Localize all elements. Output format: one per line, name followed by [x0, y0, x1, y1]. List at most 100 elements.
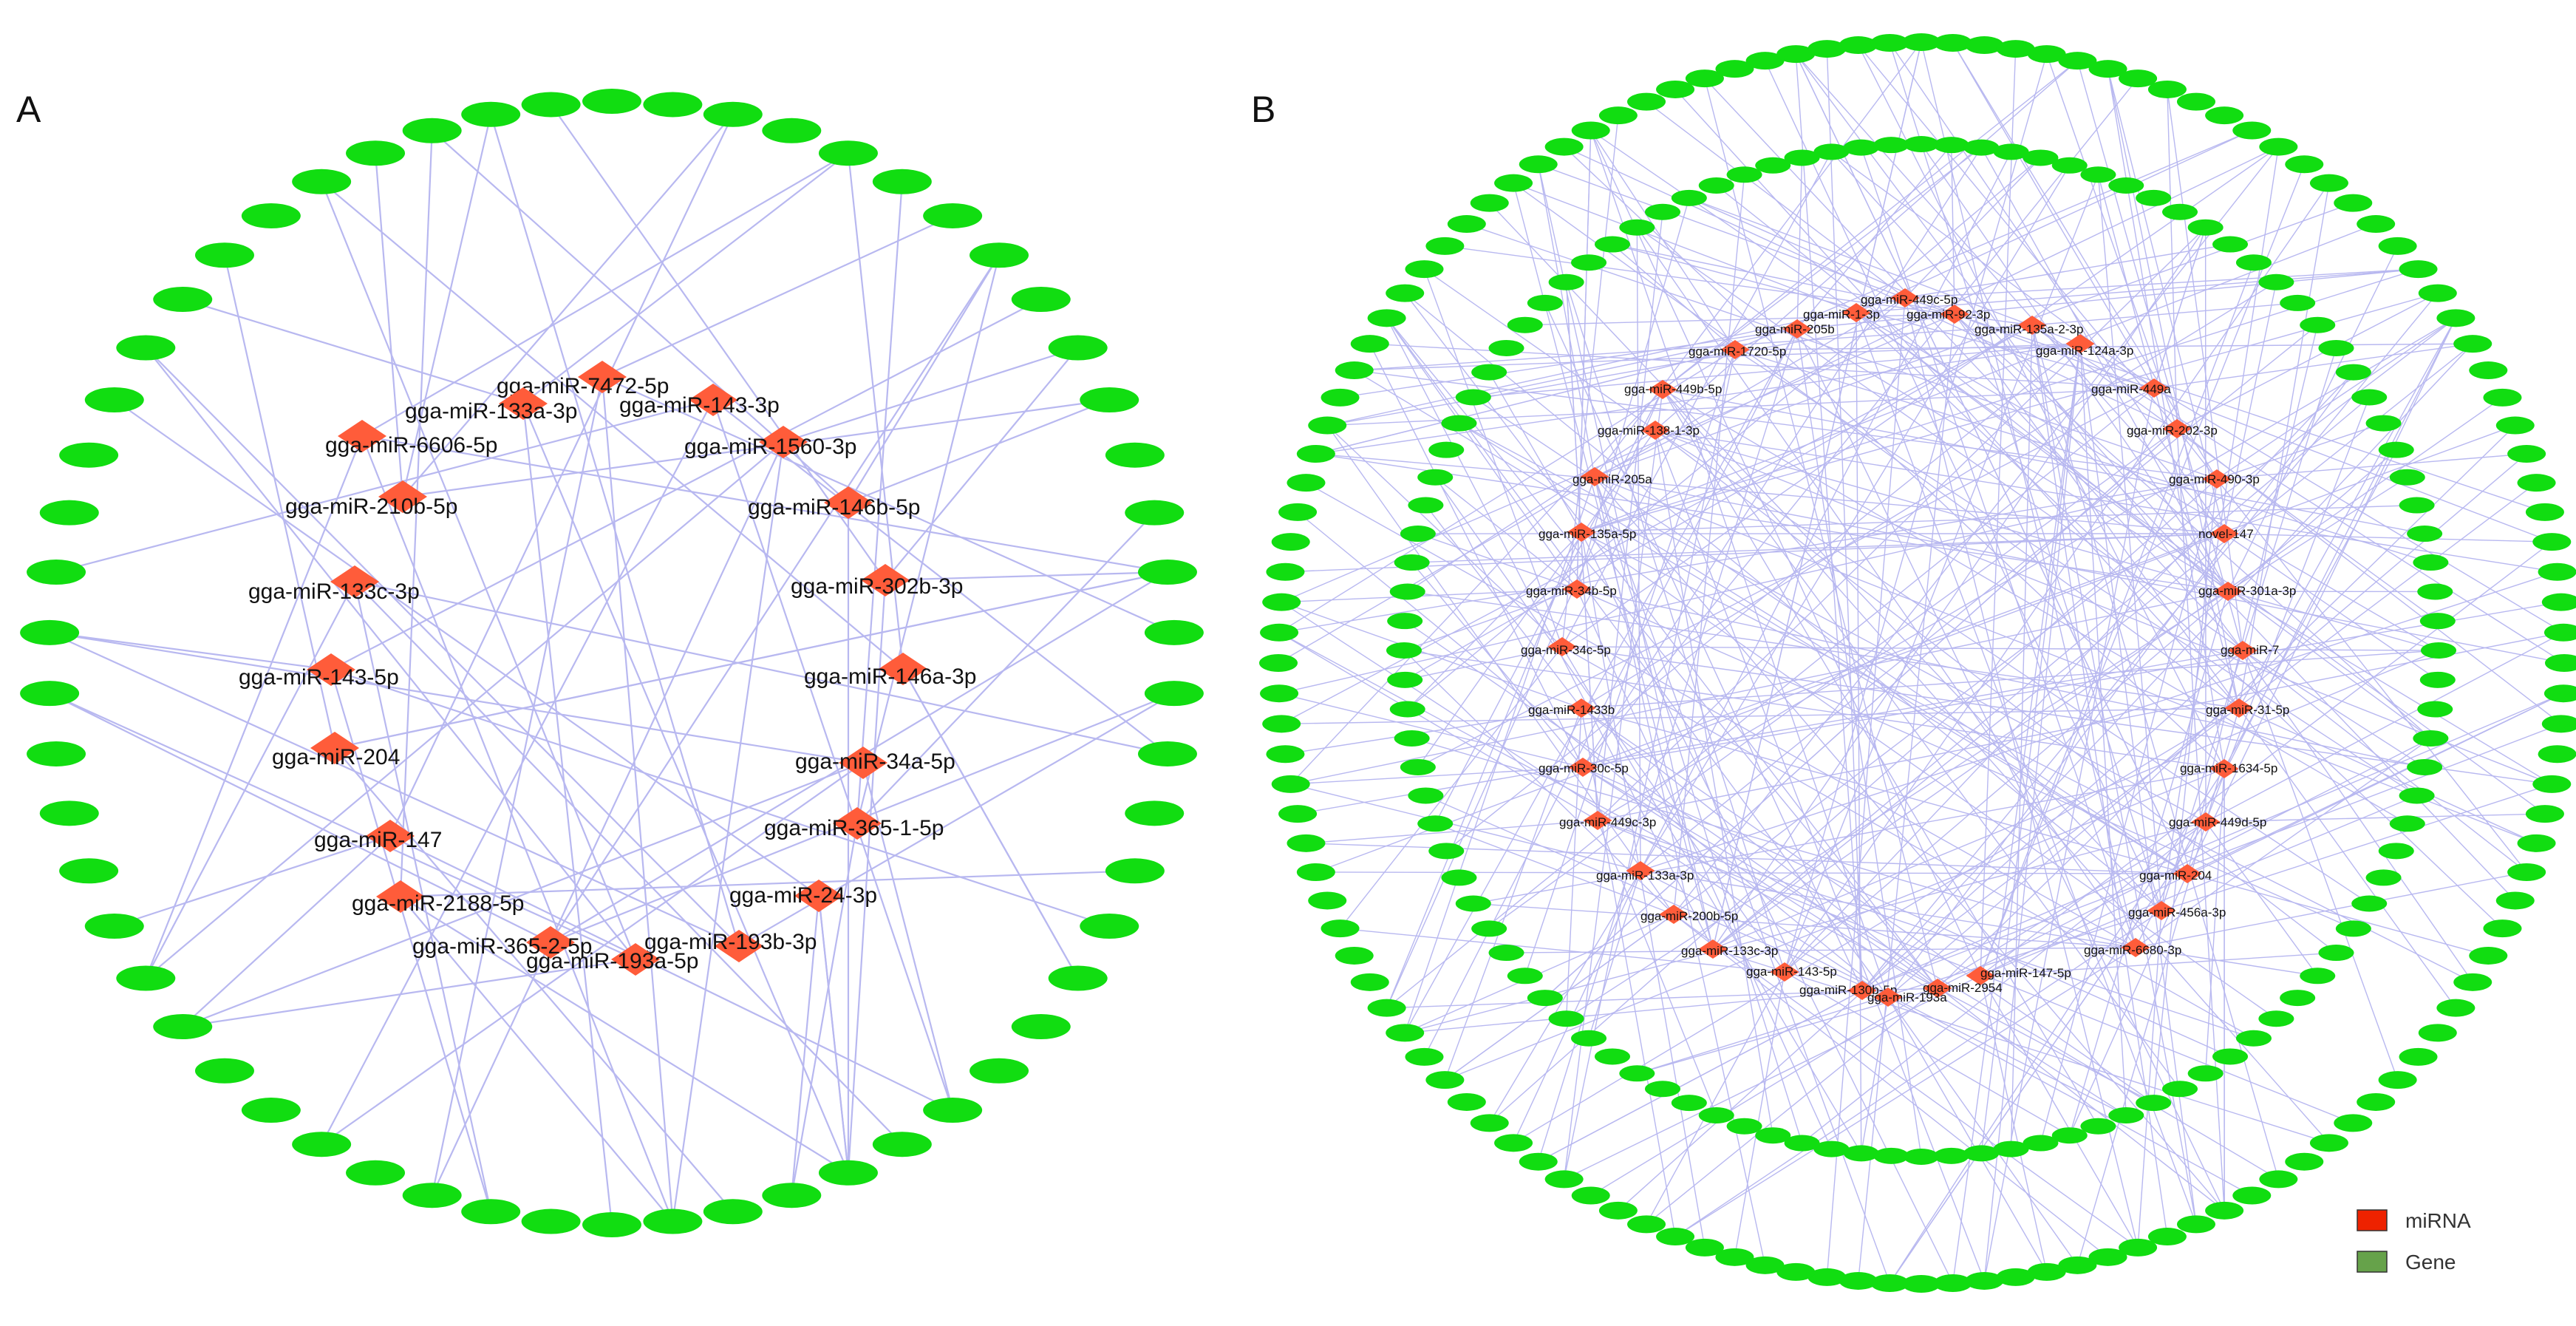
mirna-diamond-icon	[1567, 523, 1596, 542]
interaction-edge	[2040, 478, 2218, 1143]
interaction-edge	[2204, 768, 2225, 1074]
gene-node	[2399, 1047, 2438, 1066]
gene-node	[1441, 869, 1477, 886]
interaction-edge	[817, 895, 850, 1173]
gene-node	[2205, 1201, 2244, 1220]
mirna-node: gga-miR-124a-3p	[2036, 334, 2133, 358]
gene-node	[2285, 1152, 2324, 1171]
panel-a-gene-nodes	[20, 89, 1204, 1237]
interaction-edge	[1473, 343, 2081, 398]
interaction-edge	[1887, 372, 2354, 998]
gene-node	[1645, 1081, 1680, 1098]
mirna-node: gga-miR-130b-5p	[1799, 981, 1897, 1000]
mirna-node: gga-miR-193a	[1867, 987, 1947, 1007]
interaction-edge	[2242, 650, 2473, 983]
mirna-diamond-icon	[1873, 987, 1903, 1007]
gene-node	[2525, 805, 2564, 823]
interaction-edge	[490, 114, 740, 947]
mirna-diamond-icon	[1648, 380, 1677, 399]
interaction-edge	[1278, 478, 2218, 694]
gene-node	[153, 286, 213, 312]
gene-node	[2453, 973, 2492, 991]
mirna-diamond-icon	[1626, 861, 1655, 880]
gene-node	[2543, 684, 2576, 703]
interaction-edge	[1655, 429, 1773, 1136]
interaction-edge	[1306, 820, 1598, 844]
mirna-label: gga-miR-147-5p	[1980, 966, 2071, 980]
interaction-edge	[1784, 449, 2397, 973]
gene-node	[1137, 741, 1197, 766]
gene-node	[1965, 1271, 2004, 1290]
gene-node	[2259, 137, 2298, 156]
mirna-diamond-icon	[307, 653, 355, 686]
gene-node	[2058, 52, 2097, 70]
mirna-node: gga-miR-34b-5p	[1526, 579, 1617, 599]
gene-node	[2413, 730, 2449, 747]
mirna-diamond-icon	[2139, 378, 2169, 398]
gene-node	[1963, 139, 2000, 156]
mirna-label: gga-miR-365-2-5p	[412, 934, 592, 959]
gene-node	[1627, 92, 1666, 111]
interaction-edge	[1640, 165, 2071, 871]
interaction-edge	[1673, 317, 2456, 915]
interaction-edge	[400, 896, 849, 1174]
gene-node	[2453, 335, 2492, 353]
interaction-edge	[1937, 425, 2516, 989]
interaction-edge	[1954, 313, 2431, 739]
mirna-diamond-icon	[1940, 305, 1969, 324]
interaction-edge	[1712, 397, 2503, 950]
mirna-legend-swatch-icon	[2357, 1209, 2388, 1231]
mirna-node: gga-miR-490-3p	[2169, 469, 2260, 489]
gene-node	[2318, 945, 2354, 962]
mirna-node: gga-miR-143-5p	[1746, 962, 1837, 982]
interaction-edge	[49, 693, 551, 943]
interaction-edge	[1405, 646, 1563, 681]
gene-node	[2176, 1215, 2215, 1234]
gene-node	[1870, 34, 1909, 52]
gene-node	[2365, 415, 2402, 432]
interaction-edge	[522, 403, 613, 1225]
interaction-edge	[1597, 317, 2456, 821]
gene-node	[1933, 137, 1969, 154]
gene-node	[2365, 869, 2402, 886]
gene-node	[1335, 361, 1374, 380]
interaction-edge	[1513, 183, 2240, 709]
interaction-edge	[1734, 971, 1785, 1257]
gene-node	[2541, 715, 2576, 733]
interaction-edge	[1581, 707, 1676, 1237]
interaction-edge	[1712, 650, 2439, 950]
interaction-edge	[1403, 650, 2225, 769]
interaction-edge	[1386, 317, 1938, 989]
gene-node	[1627, 1215, 1666, 1234]
gene-node	[1996, 1268, 2035, 1286]
interaction-edge	[2187, 324, 2318, 874]
gene-node	[1266, 562, 1305, 581]
interaction-edge	[902, 668, 1079, 979]
panel-b-edges	[1278, 41, 2565, 1284]
gene-node	[2436, 309, 2476, 327]
gene-node	[292, 169, 352, 194]
legend-item-mirna: miRNA	[2357, 1209, 2471, 1232]
gene-node	[1745, 52, 1785, 70]
interaction-edge	[1858, 44, 2178, 429]
interaction-edge	[1673, 146, 2279, 915]
interaction-edge	[848, 254, 1000, 503]
mirna-label: gga-miR-449d-5p	[2169, 815, 2266, 829]
gene-node	[1321, 388, 1360, 407]
mirna-diamond-icon	[794, 880, 843, 912]
gene-node	[1619, 1065, 1655, 1082]
interaction-edge	[1784, 372, 2354, 973]
gene-node	[1755, 1127, 1791, 1144]
interaction-edge	[321, 762, 864, 1146]
gene-node	[2212, 236, 2249, 253]
gene-node	[1544, 1170, 1584, 1189]
interaction-edge	[1937, 987, 2154, 1104]
mirna-label: gga-miR-133c-3p	[248, 579, 420, 604]
gene-node	[1260, 623, 1299, 642]
gene-node	[2058, 1256, 2097, 1274]
interaction-edge	[2107, 69, 2240, 709]
mirna-diamond-icon	[1659, 905, 1689, 924]
gene-node	[402, 118, 462, 143]
interaction-edge	[1689, 197, 2081, 344]
